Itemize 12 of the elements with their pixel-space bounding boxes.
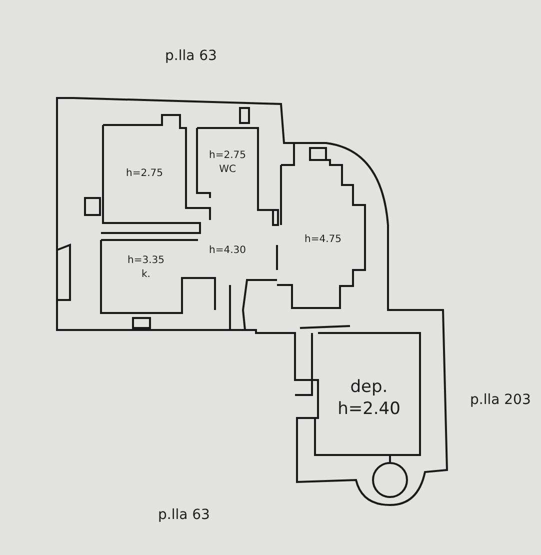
room-label: dep. (350, 376, 388, 398)
room-label: k. (142, 268, 150, 282)
room-label: h=4.30 (209, 244, 246, 258)
room-label: h=2.75 (209, 149, 246, 163)
room-label: h=3.35 (128, 254, 164, 268)
room-label: h=2.40 (338, 398, 400, 420)
parcel-label: p.lla 203 (470, 392, 531, 408)
room-label: WC (219, 163, 236, 177)
parcel-label: p.lla 63 (158, 507, 210, 523)
room-label: h=2.75 (126, 167, 163, 181)
parcel-label: p.lla 63 (165, 48, 217, 64)
room-label: h=4.75 (304, 233, 342, 247)
